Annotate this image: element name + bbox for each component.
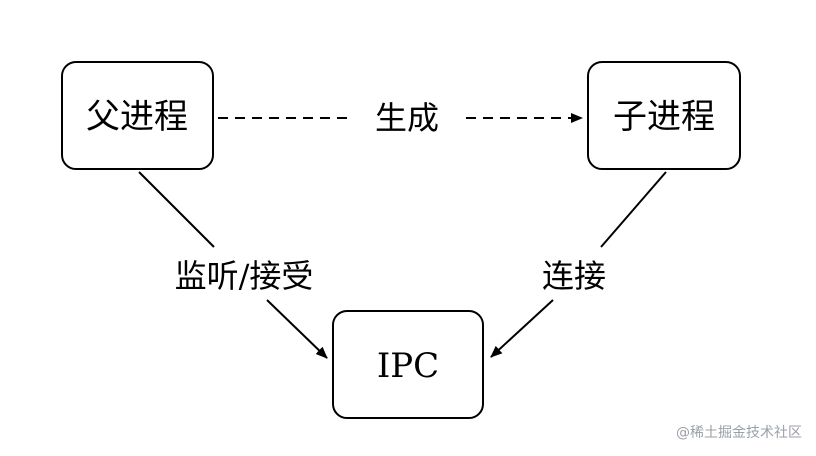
listen-accept-edge-line-lower: [266, 299, 328, 359]
connect-edge: 连接: [490, 171, 667, 358]
parent-process-node: 父进程: [61, 61, 214, 170]
listen-accept-edge-line-upper: [138, 171, 215, 248]
connect-edge-line-lower: [490, 299, 554, 358]
ipc-label: IPC: [377, 346, 439, 386]
child-process-node: 子进程: [587, 61, 741, 170]
child-process-box: [587, 61, 741, 170]
connect-edge-label: 连接: [542, 257, 606, 295]
spawn-edge-label: 生成: [375, 99, 439, 137]
watermark-text: @稀土掘金技术社区: [676, 425, 802, 441]
ipc-node: IPC: [332, 310, 484, 419]
parent-process-label: 父进程: [86, 97, 188, 137]
ipc-box: [332, 310, 484, 419]
listen-accept-edge-label: 监听/接受: [175, 257, 314, 295]
spawn-edge: 生成: [218, 99, 583, 137]
parent-process-box: [61, 61, 214, 170]
child-process-label: 子进程: [613, 97, 715, 137]
connect-edge-line-upper: [600, 171, 667, 248]
listen-accept-edge: 监听/接受: [138, 171, 328, 359]
